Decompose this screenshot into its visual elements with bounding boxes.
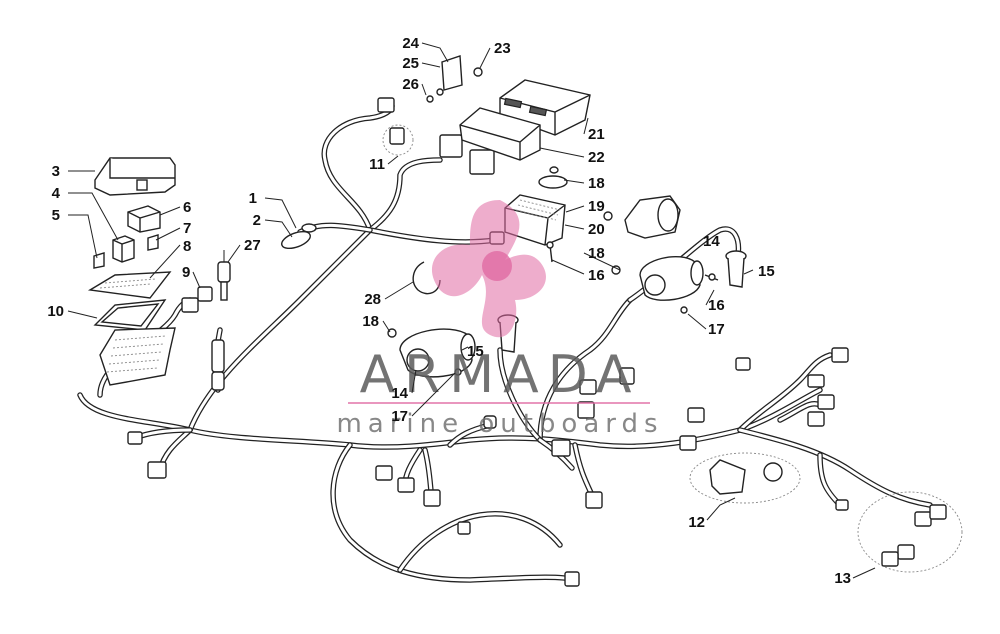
callout-16-right: 16 bbox=[708, 297, 725, 314]
grommet-clip bbox=[281, 223, 317, 250]
callout-2: 2 bbox=[253, 212, 261, 229]
callout-4: 4 bbox=[52, 185, 61, 202]
oxygen-sensor bbox=[217, 250, 231, 301]
callout-8: 8 bbox=[183, 238, 191, 255]
callout-26: 26 bbox=[402, 76, 419, 93]
ignition-switch bbox=[689, 452, 801, 504]
connector-top bbox=[377, 97, 395, 113]
callout-24: 24 bbox=[402, 35, 419, 52]
callout-18-left: 18 bbox=[362, 313, 379, 330]
callout-7: 7 bbox=[183, 220, 191, 237]
bolt-17-right bbox=[680, 306, 688, 314]
ignition-coil-right bbox=[639, 256, 704, 301]
connector-group-13 bbox=[857, 491, 963, 573]
watermark-brand: ARMADA bbox=[360, 345, 641, 405]
spark-plug-cap-right bbox=[725, 250, 747, 288]
relay-small bbox=[112, 235, 135, 263]
callout-11: 11 bbox=[369, 156, 385, 173]
callout-20: 20 bbox=[588, 221, 605, 238]
callout-9: 9 bbox=[182, 264, 190, 281]
connector-11 bbox=[382, 124, 414, 156]
watermark-logo: ARMADA marine outboards bbox=[336, 200, 663, 439]
callout-10: 10 bbox=[47, 303, 64, 320]
fuse-panel-decal bbox=[87, 271, 172, 299]
leader-lines bbox=[67, 42, 876, 579]
starter-motor bbox=[603, 195, 681, 239]
callout-13: 13 bbox=[834, 570, 851, 587]
split-ring bbox=[412, 261, 441, 295]
callout-14-left: 14 bbox=[391, 385, 408, 402]
harness-connectors bbox=[127, 339, 849, 587]
bolt-17-left bbox=[454, 368, 462, 376]
callout-14-right: 14 bbox=[703, 233, 720, 250]
ecu-bracket bbox=[459, 107, 541, 161]
bolt-16-top bbox=[546, 241, 554, 263]
callout-15-right: 15 bbox=[758, 263, 775, 280]
fuse-box-gasket bbox=[93, 299, 167, 331]
sensor-bracket bbox=[426, 55, 483, 103]
callout-17-right: 17 bbox=[708, 321, 725, 338]
nut-18-left bbox=[387, 328, 397, 338]
callout-21: 21 bbox=[588, 126, 605, 143]
ignition-coil-left bbox=[399, 328, 476, 378]
callout-5: 5 bbox=[52, 207, 60, 224]
callout-3: 3 bbox=[52, 163, 60, 180]
callout-23: 23 bbox=[494, 40, 511, 57]
bolt-16-right bbox=[704, 273, 719, 281]
fuse-right bbox=[147, 234, 159, 251]
connector-pair bbox=[439, 134, 495, 175]
connector-9 bbox=[181, 286, 213, 313]
fuse-left bbox=[93, 252, 105, 269]
relay bbox=[127, 205, 161, 233]
callout-25: 25 bbox=[402, 55, 419, 72]
callout-6: 6 bbox=[183, 199, 191, 216]
callout-16-top: 16 bbox=[588, 267, 605, 284]
callout-18-top: 18 bbox=[588, 175, 605, 192]
callout-17-left: 17 bbox=[391, 408, 408, 425]
watermark-subtitle: marine outboards bbox=[336, 409, 663, 439]
callout-28: 28 bbox=[364, 291, 381, 308]
callout-19: 19 bbox=[588, 198, 605, 215]
callout-18-right: 18 bbox=[588, 245, 605, 262]
callout-15-left: 15 bbox=[467, 343, 484, 360]
callout-22: 22 bbox=[588, 149, 605, 166]
fuse-box-base bbox=[99, 327, 176, 386]
callout-1: 1 bbox=[249, 190, 257, 207]
relay-box-cover bbox=[94, 157, 176, 196]
callout-27: 27 bbox=[244, 237, 261, 254]
callouts: 1 2 3 4 5 6 7 8 9 10 11 12 13 14 14 15 1… bbox=[47, 35, 851, 587]
callout-12: 12 bbox=[688, 514, 705, 531]
washer-top bbox=[538, 166, 568, 189]
